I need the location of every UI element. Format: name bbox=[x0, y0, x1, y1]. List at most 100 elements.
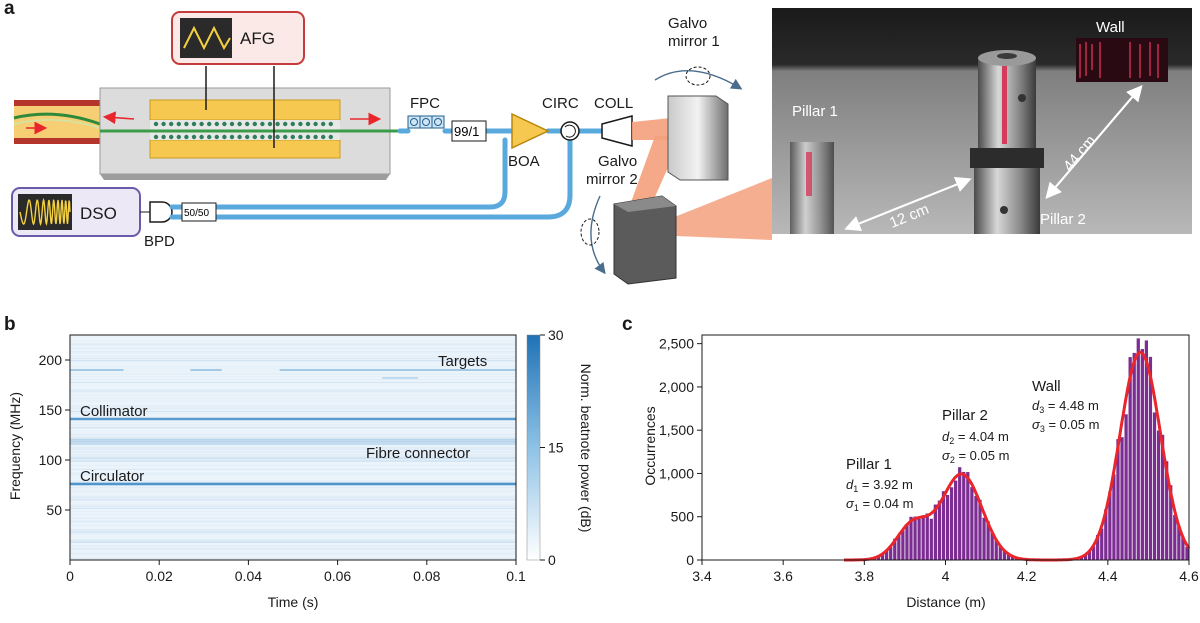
dso-box: DSO bbox=[11, 187, 141, 237]
fpc: FPC bbox=[407, 95, 445, 129]
resonator-dot bbox=[252, 134, 257, 140]
y-tick-label: 0 bbox=[686, 552, 694, 568]
peak-annotation-wall: Wall d3 = 4.48 m σ3 = 0.05 m bbox=[1032, 378, 1099, 434]
y-tick-label: 100 bbox=[39, 452, 63, 468]
x-tick-label: 3.8 bbox=[855, 568, 875, 584]
y-tick-label: 2,500 bbox=[659, 336, 694, 352]
histogram-bar bbox=[990, 532, 994, 560]
histogram-bar bbox=[945, 494, 950, 560]
histogram-bar bbox=[1132, 352, 1136, 560]
resonator-dot bbox=[290, 121, 295, 127]
resonator-dot bbox=[328, 134, 333, 140]
resonator-dot bbox=[207, 121, 212, 127]
histogram-bars bbox=[868, 338, 1189, 560]
colorbar-label: Norm. beatnote power (dB) bbox=[578, 364, 594, 533]
resonator-dot bbox=[191, 134, 197, 140]
annotation-collimator: Collimator bbox=[80, 403, 148, 420]
peak-name-pillar1: Pillar 1 bbox=[846, 456, 892, 473]
bpd: BPD bbox=[140, 201, 175, 250]
histogram-bar bbox=[998, 546, 1002, 560]
histogram-bar bbox=[1092, 546, 1096, 560]
rotation-arrow-1 bbox=[654, 70, 743, 90]
resonator-dot bbox=[267, 134, 273, 140]
photo-pillar1-label: Pillar 1 bbox=[792, 103, 838, 120]
resonator-dot bbox=[283, 134, 288, 140]
histogram-bar bbox=[1156, 430, 1161, 560]
galvo-mirror-2: Galvo mirror 2 bbox=[580, 153, 677, 285]
histogram-bar bbox=[1124, 414, 1128, 560]
circ-label: CIRC bbox=[542, 95, 579, 112]
colorbar-tick-label: 0 bbox=[548, 552, 556, 568]
resonator-dot bbox=[267, 121, 273, 127]
electrode-top bbox=[149, 99, 341, 121]
afg-label: AFG bbox=[240, 29, 275, 48]
peak-d-pillar1: d1 = 3.92 m bbox=[846, 477, 913, 494]
histogram-bar bbox=[1002, 550, 1006, 560]
afg-box: AFG bbox=[171, 11, 305, 65]
histogram-bar bbox=[1160, 434, 1165, 560]
x-tick-label: 0.06 bbox=[324, 568, 351, 584]
histogram-bar bbox=[897, 535, 901, 560]
resonator-dot bbox=[245, 121, 250, 127]
resonator-dot bbox=[214, 134, 219, 140]
circulator: CIRC bbox=[542, 95, 580, 141]
resonator-dot bbox=[153, 121, 159, 127]
resonator-dot bbox=[275, 121, 280, 127]
peak-annotation-pillar1: Pillar 1 d1 = 3.92 m σ1 = 0.04 m bbox=[846, 456, 913, 513]
resonator-dot bbox=[176, 134, 181, 140]
histogram-bar bbox=[958, 467, 962, 560]
histogram-bar bbox=[1165, 461, 1169, 560]
histogram-bar bbox=[885, 550, 889, 560]
bpd-label: BPD bbox=[144, 233, 175, 250]
histogram-bar bbox=[1108, 491, 1112, 560]
histogram-bar bbox=[978, 499, 982, 560]
resonator-dot bbox=[321, 121, 326, 127]
resonator-dot bbox=[222, 121, 227, 127]
galvo2-label-line1: Galvo bbox=[598, 153, 637, 170]
histogram-bar bbox=[925, 513, 929, 560]
resonator-dot bbox=[169, 134, 174, 140]
dso-label: DSO bbox=[80, 204, 117, 223]
resonator-dot bbox=[298, 134, 303, 140]
resonator-dot bbox=[229, 121, 235, 127]
histogram-bar bbox=[1185, 546, 1189, 560]
histogram-bar bbox=[966, 472, 970, 560]
resonator-dot bbox=[260, 121, 265, 127]
mirror-1-plate bbox=[667, 95, 729, 181]
histogram-bar bbox=[893, 538, 897, 560]
histogram-bar bbox=[970, 487, 974, 560]
histogram-bar bbox=[937, 500, 942, 560]
histogram-ylabel: Occurrences bbox=[642, 406, 658, 485]
histogram-bar bbox=[1136, 338, 1140, 560]
panel-a: a bbox=[4, 0, 1192, 285]
resonator-dot bbox=[290, 134, 295, 140]
fibre-circ-to-bpd bbox=[213, 137, 573, 220]
spectrogram-xlabel: Time (s) bbox=[268, 594, 319, 610]
galvo1-label-line1: Galvo bbox=[668, 15, 707, 32]
resonator-dot bbox=[245, 134, 250, 140]
peak-annotation-pillar2: Pillar 2 d2 = 4.04 m σ2 = 0.05 m bbox=[942, 407, 1009, 465]
peak-name-wall: Wall bbox=[1032, 378, 1061, 395]
resonator-dot bbox=[237, 134, 242, 140]
peak-sigma-pillar2: σ2 = 0.05 m bbox=[942, 448, 1009, 465]
electrode-bottom bbox=[149, 139, 341, 159]
resonator-dot bbox=[328, 121, 333, 127]
y-tick-label: 500 bbox=[671, 509, 695, 525]
resonator-dot bbox=[214, 121, 219, 127]
histogram-bar bbox=[962, 471, 966, 560]
y-tick-label: 1,500 bbox=[659, 422, 694, 438]
spectrogram-area bbox=[70, 335, 516, 560]
histogram-bar bbox=[913, 516, 917, 560]
annotation-targets: Targets bbox=[438, 353, 487, 370]
histogram-bar bbox=[909, 516, 913, 560]
galvo-mirror-1: Galvo mirror 1 bbox=[654, 15, 743, 181]
scene-photo: Wall Pillar 1 Pillar 2 12 cm 44 cm bbox=[772, 8, 1192, 234]
histogram-bar bbox=[1083, 554, 1088, 560]
afg-screen bbox=[180, 18, 232, 58]
peak-sigma-wall: σ3 = 0.05 m bbox=[1032, 417, 1099, 434]
